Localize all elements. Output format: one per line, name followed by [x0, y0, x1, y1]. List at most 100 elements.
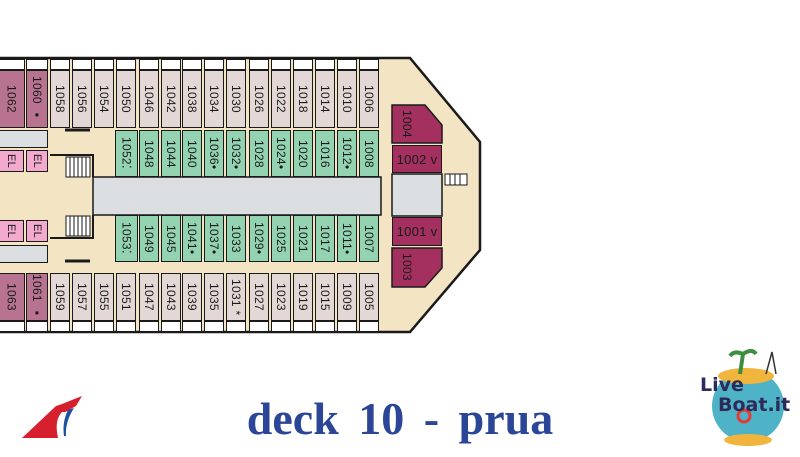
cabin-number: 1057	[75, 283, 89, 311]
cabin-number: 1058	[53, 85, 67, 113]
cabin-1020[interactable]: 1020	[293, 130, 313, 177]
cabin-1058[interactable]: 1058	[50, 70, 70, 128]
cabin-1057[interactable]: 1057	[72, 273, 92, 321]
cabin-1062[interactable]: 1062	[0, 70, 25, 128]
cabin-1028[interactable]: 1028	[249, 130, 269, 177]
cabin-1053[interactable]: 1053⁚	[115, 215, 138, 262]
cabin-1043[interactable]: 1043	[161, 273, 181, 321]
balcony	[50, 59, 70, 70]
cabin-1045[interactable]: 1045	[161, 215, 181, 262]
liveboat-logo: Live Boat.it	[696, 344, 796, 454]
cabin-number: 1042	[164, 85, 178, 113]
cabin-number: 1043	[164, 283, 178, 311]
cabin-1039[interactable]: 1039	[182, 273, 202, 321]
cabin-1008[interactable]: 1008	[359, 130, 379, 177]
cabin-1001[interactable]: 1001 v	[392, 217, 442, 246]
service-area	[0, 245, 48, 263]
cabin-1054[interactable]: 1054	[94, 70, 114, 128]
cabin-1051[interactable]: 1051	[116, 273, 136, 321]
cabin-number: 1029•	[252, 222, 266, 255]
cabin-1034[interactable]: 1034	[204, 70, 224, 128]
balcony	[271, 321, 291, 332]
balcony	[161, 321, 181, 332]
cabin-1023[interactable]: 1023	[271, 273, 291, 321]
cabin-1016[interactable]: 1016	[315, 130, 335, 177]
cabin-1006[interactable]: 1006	[359, 70, 379, 128]
cabin-number: 1030	[229, 85, 243, 113]
cabin-1002[interactable]: 1002 v	[392, 145, 442, 173]
cabin-number: 1046	[142, 85, 156, 113]
cabin-1011[interactable]: 1011•	[337, 215, 357, 262]
cabin-1041[interactable]: 1041•	[182, 215, 202, 262]
cabin-1010[interactable]: 1010	[337, 70, 357, 128]
deck-title: deck 10 - prua	[246, 393, 554, 444]
stairs-icon	[65, 156, 468, 237]
balcony	[161, 59, 181, 70]
cabin-1026[interactable]: 1026	[249, 70, 269, 128]
balcony	[139, 59, 159, 70]
balcony	[182, 321, 202, 332]
cabin-1059[interactable]: 1059	[50, 273, 70, 321]
cabin-1004[interactable]: 1004	[400, 110, 414, 138]
cabin-1005[interactable]: 1005	[359, 273, 379, 321]
cabin-1056[interactable]: 1056	[72, 70, 92, 128]
cabin-1017[interactable]: 1017	[315, 215, 335, 262]
cabin-number: 1026	[252, 85, 266, 113]
cabin-1021[interactable]: 1021	[293, 215, 313, 262]
cabin-1044[interactable]: 1044	[161, 130, 181, 177]
cabin-1035[interactable]: 1035	[204, 273, 224, 321]
balcony	[26, 59, 48, 70]
cabin-1037[interactable]: 1037•	[204, 215, 224, 262]
balcony	[139, 321, 159, 332]
cabin-1050[interactable]: 1050	[116, 70, 136, 128]
cabin-1049[interactable]: 1049	[139, 215, 159, 262]
cabin-1030[interactable]: 1030	[226, 70, 246, 128]
cabin-number: 1041•	[185, 222, 199, 255]
cabin-1052[interactable]: 1052⁚	[115, 130, 138, 177]
cabin-1036[interactable]: 1036•	[204, 130, 224, 177]
cabin-1033[interactable]: 1033	[226, 215, 246, 262]
cabin-number: 1048	[142, 139, 156, 168]
corridor-area	[92, 176, 382, 216]
cabin-1032[interactable]: 1032•	[226, 130, 246, 177]
cabin-1015[interactable]: 1015	[315, 273, 335, 321]
cabin-1009[interactable]: 1009	[337, 273, 357, 321]
balcony	[337, 321, 357, 332]
cabin-number: 1049	[142, 224, 156, 253]
cabin-1018[interactable]: 1018	[293, 70, 313, 128]
cabin-1040[interactable]: 1040	[182, 130, 202, 177]
cabin-number: 1006	[362, 85, 376, 113]
balcony	[337, 59, 357, 70]
cabin-1046[interactable]: 1046	[139, 70, 159, 128]
cabin-number: 1059	[53, 283, 67, 311]
balcony	[50, 321, 70, 332]
cabin-1022[interactable]: 1022	[271, 70, 291, 128]
cabin-1029[interactable]: 1029•	[249, 215, 269, 262]
cabin-number: 1009	[340, 283, 354, 311]
cabin-1060[interactable]: 1060 ▪	[26, 70, 48, 128]
cabin-number: 1024•	[274, 137, 288, 170]
cabin-number: 1061 ▪	[30, 274, 44, 320]
cabin-1061[interactable]: 1061 ▪	[26, 273, 48, 321]
cabin-number: 1018	[296, 85, 310, 113]
cabin-1027[interactable]: 1027	[249, 273, 269, 321]
cabin-1048[interactable]: 1048	[139, 130, 159, 177]
cabin-1031[interactable]: 1031 *	[226, 273, 246, 321]
cabin-1042[interactable]: 1042	[161, 70, 181, 128]
cabin-number: 1015	[318, 283, 332, 311]
cabin-1019[interactable]: 1019	[293, 273, 313, 321]
cabin-1003[interactable]: 1003	[400, 253, 414, 281]
cabin-1012[interactable]: 1012•	[337, 130, 357, 177]
cabin-1024[interactable]: 1024•	[271, 130, 291, 177]
cabin-1014[interactable]: 1014	[315, 70, 335, 128]
elevator: EL	[26, 220, 48, 242]
cabin-1007[interactable]: 1007	[359, 215, 379, 262]
cabin-1025[interactable]: 1025	[271, 215, 291, 262]
cabin-1063[interactable]: 1063	[0, 273, 25, 321]
cabin-1038[interactable]: 1038	[182, 70, 202, 128]
cabin-number: 1047	[142, 283, 156, 311]
cabin-1055[interactable]: 1055	[94, 273, 114, 321]
cabin-number: 1028	[252, 139, 266, 168]
cabin-1047[interactable]: 1047	[139, 273, 159, 321]
